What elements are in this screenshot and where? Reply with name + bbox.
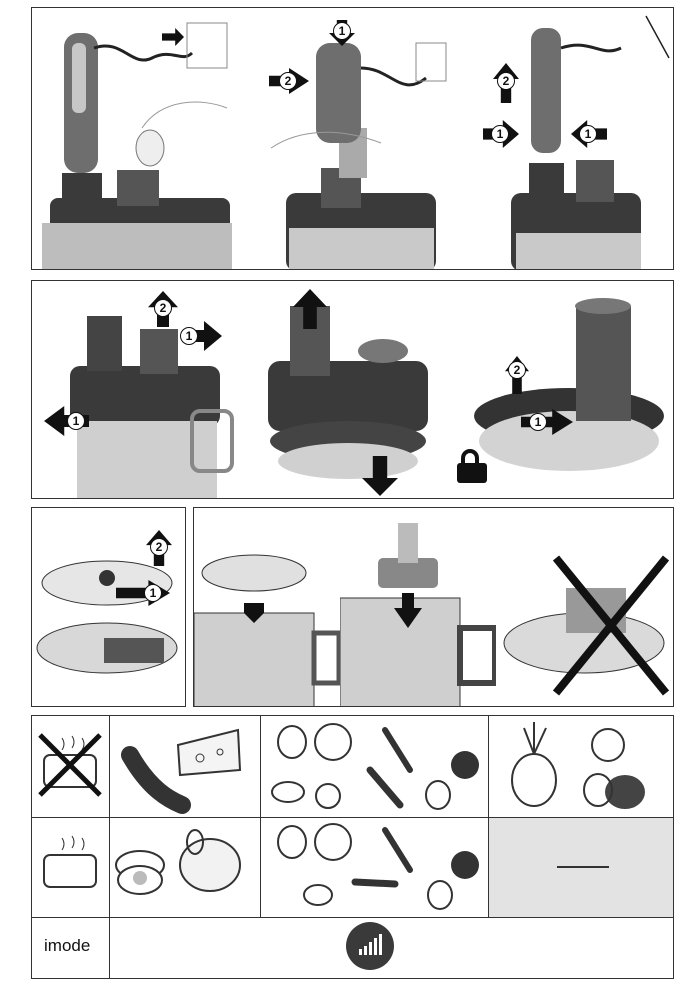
lid-remove-illustration: [70, 316, 234, 498]
blender-detach-illustration: [511, 15, 670, 269]
step-panel-detach: 2 1 1: [461, 7, 674, 270]
blender-release-illustration: [270, 42, 447, 269]
imode-label: imode: [44, 936, 91, 955]
unlock-icon: [457, 449, 487, 483]
step-number-badge: 2: [497, 72, 515, 90]
step-panel-no-fingers: [496, 507, 674, 707]
step-number-badge: 1: [144, 584, 162, 602]
blank-cell: [489, 818, 673, 917]
step-panel-unlock-blade: 2 1: [441, 280, 674, 499]
step-number-badge: 1: [180, 327, 198, 345]
step-number-badge: 2: [508, 361, 526, 379]
step-panel-unplug: [31, 7, 242, 270]
blender-unplug-illustration: [42, 22, 232, 269]
push-tool-illustration: [340, 523, 496, 706]
step-panel-push-tool: [340, 507, 497, 707]
lid-lift-illustration: [268, 306, 428, 479]
dice-insert-illustration: [194, 554, 340, 706]
step-panel-lid-remove: 2 1 1: [31, 280, 249, 499]
step-number-badge: 1: [579, 125, 597, 143]
step-number-badge: 2: [279, 72, 297, 90]
step-number-badge: 1: [67, 412, 85, 430]
step-number-badge: 1: [491, 125, 509, 143]
step-panel-dice-insert: [193, 507, 341, 707]
speed-bars-icon: [346, 922, 394, 970]
step-panel-release: 1 2: [241, 7, 462, 270]
step-panel-lid-lift: [248, 280, 442, 499]
step-panel-blade-remove: 2 1: [31, 507, 186, 707]
step-number-badge: 2: [150, 538, 168, 556]
no-fingers-illustration: [503, 555, 670, 696]
blade-remove-illustration: [36, 560, 178, 674]
step-number-badge: 1: [529, 413, 547, 431]
step-number-badge: 1: [333, 22, 351, 40]
blank-dash: [557, 866, 609, 868]
step-number-badge: 2: [154, 299, 172, 317]
